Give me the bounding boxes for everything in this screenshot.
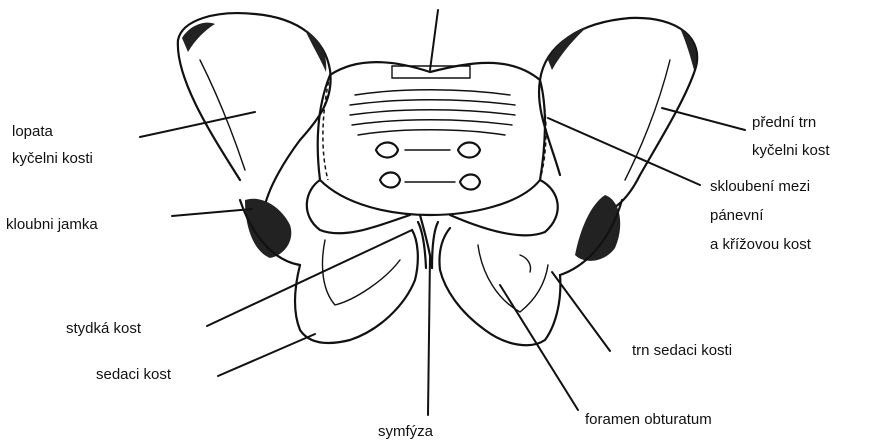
leader-trn-sedaci <box>552 272 610 351</box>
leader-sedaci-kost <box>218 334 315 376</box>
right-hip-lower <box>439 195 622 345</box>
label-skloubeni-line3: a křížovou kost <box>710 237 811 252</box>
leader-stydka-kost <box>207 230 412 326</box>
leader-kloubni-jamka <box>172 209 252 216</box>
label-predni-trn-line2: kyčelni kost <box>752 143 830 158</box>
label-symfyza: symfýza <box>378 424 433 439</box>
leader-top <box>430 10 438 70</box>
right-ilium <box>539 18 697 210</box>
label-predni-trn-line1: přední trn <box>752 115 816 130</box>
label-lopata-line2: kyčelni kosti <box>12 151 93 166</box>
label-sedaci-kost: sedaci kost <box>96 367 171 382</box>
label-trn-sedaci: trn sedaci kosti <box>632 343 732 358</box>
label-skloubeni-line2: pánevní <box>710 208 763 223</box>
left-ilium <box>178 13 331 205</box>
label-stydka-kost: stydká kost <box>66 321 141 336</box>
pelvic-brim <box>307 180 558 235</box>
leader-predni-trn <box>662 108 745 130</box>
label-lopata-line1: lopata <box>12 124 53 139</box>
label-skloubeni-line1: skloubení mezi <box>710 179 810 194</box>
leader-lopata <box>140 112 255 137</box>
label-kloubni-jamka: kloubni jamka <box>6 217 98 232</box>
sacrum <box>318 62 546 268</box>
leader-skloubeni <box>548 118 700 185</box>
label-foramen: foramen obturatum <box>585 412 712 427</box>
leader-foramen <box>500 285 578 410</box>
leader-symfyza <box>428 255 430 415</box>
